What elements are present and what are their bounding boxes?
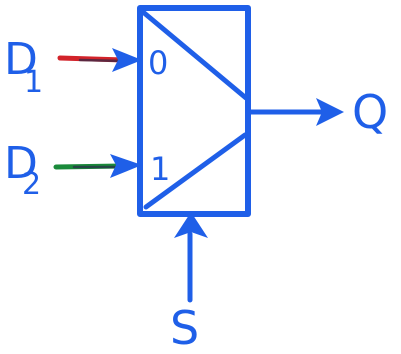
input-d1-arrowhead: [112, 48, 142, 72]
input-d1-index: 1: [24, 65, 43, 100]
mux-input-1-label: 1: [150, 150, 170, 188]
input-d2-index: 2: [22, 167, 41, 202]
input-d2-arrowhead: [110, 154, 142, 178]
mux-upper-diagonal: [140, 9, 249, 101]
select-label: S: [170, 301, 199, 354]
input-d2-letter: D: [4, 138, 38, 189]
output-arrowhead: [316, 98, 344, 126]
mux-input-0-label: 0: [148, 44, 168, 82]
input-d1-letter: D: [4, 34, 38, 85]
select-arrowhead: [174, 212, 208, 238]
mux-lower-diagonal: [143, 132, 248, 210]
output-label: Q: [352, 85, 388, 139]
